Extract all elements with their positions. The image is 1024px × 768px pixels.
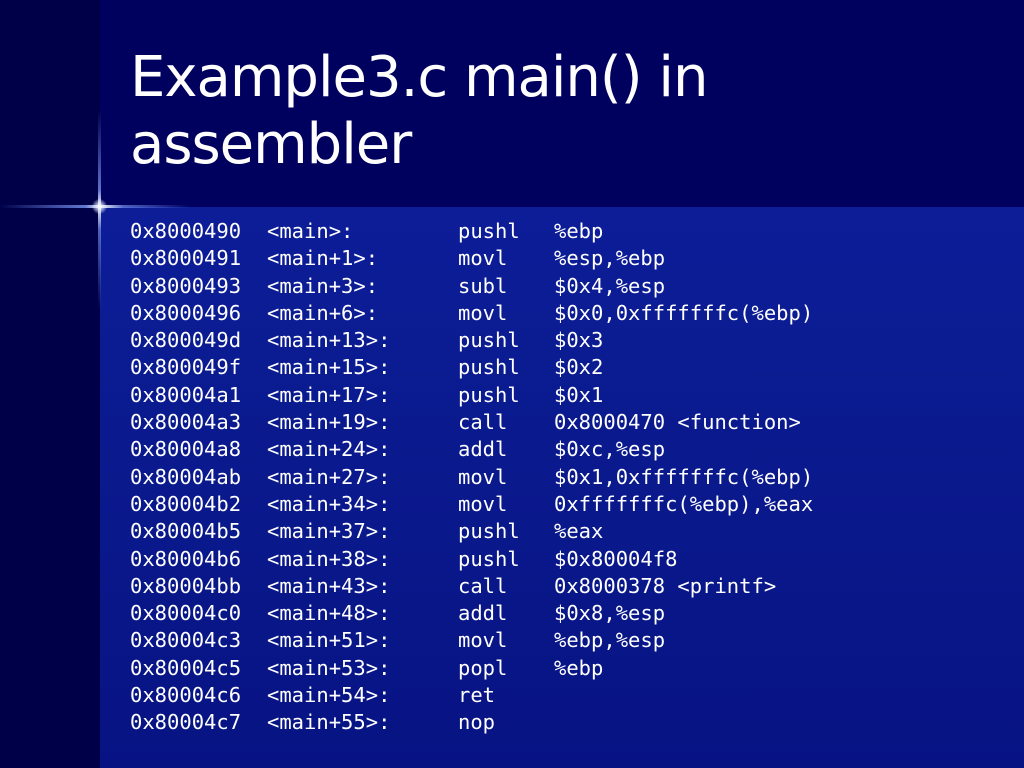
listing-address: 0x80004c6 xyxy=(130,683,242,708)
listing-label: <main+19>: xyxy=(267,410,391,435)
listing-opcode: movl xyxy=(458,300,508,325)
left-background-band xyxy=(0,0,100,768)
listing-operands: $0x1,0xfffffffc(%ebp) xyxy=(554,464,814,489)
listing-operands: %ebp xyxy=(554,655,604,680)
listing-label: <main>: xyxy=(267,219,354,243)
listing-address: 0x8000490 xyxy=(130,219,242,243)
listing-opcode: popl xyxy=(458,655,508,680)
listing-operands: 0x8000470 <function> xyxy=(554,410,801,435)
listing-address: 0x80004b2 xyxy=(130,491,242,516)
listing-row: 0x80004a3 <main+19>: call 0x8000470 <functi… xyxy=(130,409,813,436)
listing-label: <main+43>: xyxy=(267,573,391,598)
listing-label: <main+15>: xyxy=(267,355,391,380)
title-background xyxy=(100,0,1024,207)
listing-address: 0x800049f xyxy=(130,355,242,380)
listing-label: <main+48>: xyxy=(267,601,391,626)
listing-opcode: movl xyxy=(458,246,508,271)
content-background xyxy=(100,207,1024,768)
listing-row: 0x8000490 <main>: pushl %ebp xyxy=(130,218,813,245)
listing-opcode: pushl xyxy=(458,219,520,243)
listing-operands: %ebp xyxy=(554,219,604,243)
listing-label: <main+54>: xyxy=(267,683,391,708)
listing-operands: 0x8000378 <printf> xyxy=(554,573,777,598)
listing-opcode: movl xyxy=(458,491,508,516)
decorative-sparkle-icon xyxy=(92,199,107,214)
listing-operands: $0x2 xyxy=(554,355,604,380)
listing-address: 0x8000491 xyxy=(130,246,242,271)
listing-address: 0x80004c5 xyxy=(130,655,242,680)
listing-address: 0x80004b6 xyxy=(130,546,242,571)
listing-operands: %esp,%ebp xyxy=(554,246,666,271)
listing-row: 0x8000496 <main+6>: movl $0x0,0xfffffffc(%e… xyxy=(130,300,813,327)
slide-title: Example3.c main() in assembler xyxy=(130,45,708,178)
listing-label: <main+13>: xyxy=(267,328,391,353)
listing-row: 0x800049f <main+15>: pushl $0x2 xyxy=(130,354,813,381)
listing-label: <main+55>: xyxy=(267,710,391,735)
listing-row: 0x80004ab <main+27>: movl $0x1,0xfffffffc(%… xyxy=(130,464,813,491)
listing-address: 0x80004a3 xyxy=(130,410,242,435)
listing-row: 0x8000493 <main+3>: subl $0x4,%esp xyxy=(130,273,813,300)
listing-operands: $0x4,%esp xyxy=(554,273,666,298)
listing-operands: $0x8,%esp xyxy=(554,601,666,626)
listing-opcode: pushl xyxy=(458,355,520,380)
listing-opcode: subl xyxy=(458,273,508,298)
listing-opcode: addl xyxy=(458,601,508,626)
listing-label: <main+3>: xyxy=(267,273,379,298)
listing-address: 0x80004a8 xyxy=(130,437,242,462)
listing-address: 0x8000493 xyxy=(130,273,242,298)
listing-label: <main+51>: xyxy=(267,628,391,653)
listing-row: 0x80004c0 <main+48>: addl $0x8,%esp xyxy=(130,600,813,627)
listing-label: <main+6>: xyxy=(267,300,379,325)
listing-opcode: nop xyxy=(458,710,496,735)
listing-address: 0x8000496 xyxy=(130,300,242,325)
listing-row: 0x80004bb <main+43>: call 0x8000378 <printf… xyxy=(130,573,813,600)
listing-opcode: pushl xyxy=(458,382,520,407)
listing-operands: 0xfffffffc(%ebp),%eax xyxy=(554,491,814,516)
listing-label: <main+17>: xyxy=(267,382,391,407)
listing-label: <main+1>: xyxy=(267,246,379,271)
listing-address: 0x80004ab xyxy=(130,464,242,489)
listing-opcode: call xyxy=(458,410,508,435)
listing-address: 0x80004a1 xyxy=(130,382,242,407)
listing-row: 0x800049d <main+13>: pushl $0x3 xyxy=(130,327,813,354)
listing-label: <main+37>: xyxy=(267,519,391,544)
listing-row: 0x80004c3 <main+51>: movl %ebp,%esp xyxy=(130,627,813,654)
listing-operands: $0x3 xyxy=(554,328,604,353)
listing-opcode: pushl xyxy=(458,546,520,571)
listing-operands: $0x0,0xfffffffc(%ebp) xyxy=(554,300,814,325)
listing-opcode: pushl xyxy=(458,519,520,544)
listing-address: 0x800049d xyxy=(130,328,242,353)
listing-opcode: movl xyxy=(458,464,508,489)
listing-address: 0x80004c3 xyxy=(130,628,242,653)
listing-row: 0x80004b6 <main+38>: pushl $0x80004f8 xyxy=(130,546,813,573)
listing-row: 0x80004b5 <main+37>: pushl %eax xyxy=(130,518,813,545)
assembly-listing: 0x8000490 <main>: pushl %ebp 0x8000491 <main+… xyxy=(130,218,813,737)
listing-label: <main+53>: xyxy=(267,655,391,680)
listing-opcode: addl xyxy=(458,437,508,462)
listing-operands: $0x80004f8 xyxy=(554,546,678,571)
listing-opcode: ret xyxy=(458,683,496,708)
listing-label: <main+27>: xyxy=(267,464,391,489)
listing-address: 0x80004bb xyxy=(130,573,242,598)
listing-opcode: pushl xyxy=(458,328,520,353)
listing-row: 0x80004c7 <main+55>: nop xyxy=(130,709,813,736)
listing-row: 0x80004a1 <main+17>: pushl $0x1 xyxy=(130,382,813,409)
listing-operands: %ebp,%esp xyxy=(554,628,666,653)
listing-label: <main+38>: xyxy=(267,546,391,571)
listing-row: 0x80004c6 <main+54>: ret xyxy=(130,682,813,709)
listing-operands: %eax xyxy=(554,519,604,544)
listing-label: <main+24>: xyxy=(267,437,391,462)
listing-opcode: movl xyxy=(458,628,508,653)
listing-row: 0x8000491 <main+1>: movl %esp,%ebp xyxy=(130,245,813,272)
listing-address: 0x80004c0 xyxy=(130,601,242,626)
listing-row: 0x80004c5 <main+53>: popl %ebp xyxy=(130,655,813,682)
listing-operands: $0xc,%esp xyxy=(554,437,666,462)
listing-label: <main+34>: xyxy=(267,491,391,516)
listing-opcode: call xyxy=(458,573,508,598)
listing-address: 0x80004b5 xyxy=(130,519,242,544)
listing-row: 0x80004b2 <main+34>: movl 0xfffffffc(%ebp),… xyxy=(130,491,813,518)
listing-address: 0x80004c7 xyxy=(130,710,242,735)
listing-operands: $0x1 xyxy=(554,382,604,407)
listing-row: 0x80004a8 <main+24>: addl $0xc,%esp xyxy=(130,436,813,463)
